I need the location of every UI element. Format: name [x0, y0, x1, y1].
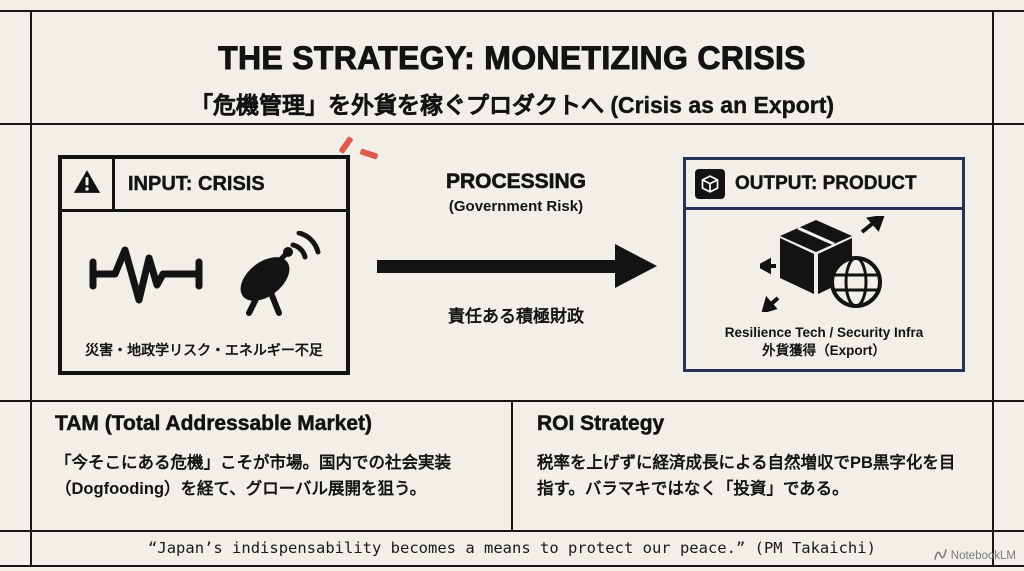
divider-above-quote: [0, 530, 1024, 532]
flow-arrow-body: [377, 260, 615, 273]
roi-section: ROI Strategy 税率を上げずに経済成長による自然増収でPB黒字化を目指…: [537, 412, 965, 502]
tam-title: TAM (Total Addressable Market): [55, 412, 373, 436]
frame-line-left: [30, 10, 32, 565]
flow-arrow-head: [615, 244, 657, 288]
divider-under-title: [0, 123, 1024, 125]
output-box-caption: Resilience Tech / Security Infra 外貨獲得（Ex…: [686, 324, 962, 369]
input-box-label: INPUT: CRISIS: [128, 172, 265, 195]
output-box-header: OUTPUT: PRODUCT: [686, 160, 962, 210]
input-box-header: INPUT: CRISIS: [62, 159, 346, 212]
frame-line-top: [0, 10, 1024, 12]
frame-line-bottom: [0, 565, 1024, 567]
output-box-label: OUTPUT: PRODUCT: [735, 172, 917, 194]
red-spark-icon: [359, 148, 379, 160]
page-title: THE STRATEGY: MONETIZING CRISIS: [218, 40, 806, 77]
roi-body: 税率を上げずに経済成長による自然増収でPB黒字化を目指す。バラマキではなく「投資…: [537, 454, 956, 498]
processing-subtitle: (Government Risk): [448, 198, 584, 215]
input-box-body: [62, 212, 346, 340]
tam-section: TAM (Total Addressable Market) 「今そこにある危機…: [55, 412, 487, 502]
section-column-divider: [511, 400, 513, 530]
warning-triangle-icon: [73, 169, 101, 199]
waveform-icon: [87, 238, 205, 315]
notebooklm-logo-icon: [933, 549, 947, 563]
processing-title: PROCESSING: [445, 170, 587, 194]
output-product-box: OUTPUT: PRODUCT: [683, 157, 965, 372]
page-subtitle: 「危機管理」を外貨を稼ぐプロダクトへ (Crisis as an Export): [189, 92, 835, 118]
notebooklm-watermark-label: NotebookLM: [950, 550, 1016, 562]
processing-block: PROCESSING (Government Risk): [368, 170, 664, 215]
package-icon: [695, 168, 725, 199]
input-crisis-box: INPUT: CRISIS: [58, 155, 350, 375]
red-spark-icon: [338, 135, 354, 155]
frame-line-right: [992, 10, 994, 565]
footer-quote: “Japan’s indispensability becomes a mean…: [148, 539, 876, 557]
input-box-caption: 災害・地政学リスク・エネルギー不足: [85, 342, 323, 358]
shipping-box-globe-icon: [755, 214, 888, 317]
output-box-body: [686, 210, 962, 324]
notebooklm-watermark: NotebookLM: [933, 549, 1016, 563]
output-caption-line2: 外貨獲得（Export）: [762, 342, 886, 358]
roi-title: ROI Strategy: [537, 412, 665, 436]
warning-icon-cell: [62, 159, 115, 209]
processing-note: 責任ある積極財政: [448, 307, 584, 326]
satellite-dish-icon: [229, 230, 321, 322]
tam-body: 「今そこにある危機」こそが市場。国内での社会実装（Dogfooding）を経て、…: [55, 454, 451, 498]
flow-arrow-icon: [377, 244, 659, 288]
output-caption-line1: Resilience Tech / Security Infra: [724, 324, 924, 340]
